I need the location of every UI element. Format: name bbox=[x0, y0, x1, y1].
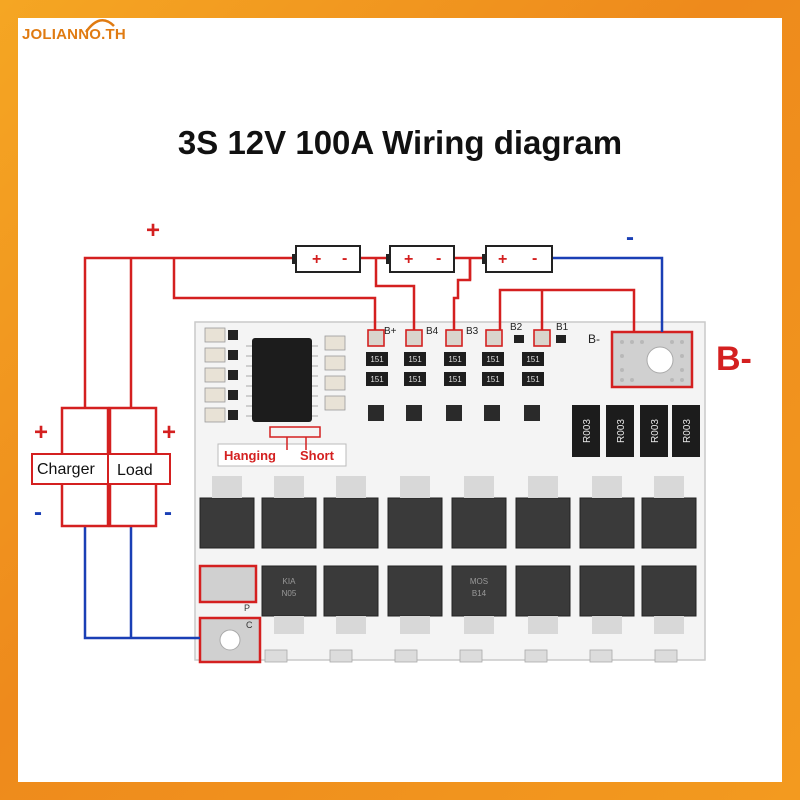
pin-label: B1 bbox=[556, 322, 569, 333]
pin-label: B4 bbox=[426, 326, 439, 337]
mosfet-label: MOS bbox=[470, 577, 488, 586]
pin-pad-b-plus bbox=[367, 329, 385, 347]
svg-text:151: 151 bbox=[526, 375, 540, 384]
svg-text:151: 151 bbox=[526, 355, 540, 364]
pin-pad-b4 bbox=[405, 329, 423, 347]
svg-text:151: 151 bbox=[486, 375, 500, 384]
battery-cell-3: + - bbox=[482, 245, 553, 273]
charger-plus-sign: + bbox=[34, 419, 48, 446]
b-minus-pad-label: B- bbox=[588, 332, 600, 346]
svg-text:151: 151 bbox=[448, 375, 462, 384]
p-pad bbox=[198, 564, 258, 604]
balance-resistors: 151 151 151 151 151 151 151 151 151 151 bbox=[366, 352, 544, 386]
load-plus-sign: + bbox=[162, 419, 176, 446]
short-label: Short bbox=[300, 448, 335, 463]
battery-cells: + - + - + - bbox=[292, 245, 553, 273]
battery-plus-label: + bbox=[498, 251, 507, 268]
svg-text:151: 151 bbox=[448, 355, 462, 364]
pin-label: B+ bbox=[384, 326, 397, 337]
diagram-title: 3S 12V 100A Wiring diagram bbox=[177, 124, 623, 161]
negative-main-wire bbox=[83, 526, 200, 640]
charger-label: Charger bbox=[37, 461, 95, 478]
charger-minus-sign: - bbox=[34, 499, 42, 526]
shunt-label: R003 bbox=[616, 419, 627, 443]
ic-chip bbox=[252, 338, 312, 422]
battery-minus-label: - bbox=[342, 250, 347, 267]
svg-text:151: 151 bbox=[408, 355, 422, 364]
svg-text:151: 151 bbox=[486, 355, 500, 364]
svg-text:151: 151 bbox=[370, 355, 384, 364]
pin-pad-b1 bbox=[533, 329, 551, 347]
mosfet-label: KIA bbox=[283, 577, 297, 586]
svg-text:151: 151 bbox=[370, 375, 384, 384]
battery-cell-1: + - bbox=[292, 245, 361, 273]
load-minus-sign: - bbox=[164, 499, 172, 526]
p-pad-label: P bbox=[244, 603, 250, 613]
battery-plus-label: + bbox=[312, 251, 321, 268]
battery-cell-2: + - bbox=[386, 245, 455, 273]
c-pad-label: C bbox=[246, 620, 253, 630]
mosfet-label: N05 bbox=[282, 589, 297, 598]
shunt-label: R003 bbox=[682, 419, 693, 443]
top-plus-sign: + bbox=[146, 217, 160, 244]
brand-arc-icon bbox=[84, 19, 115, 33]
battery-minus-label: - bbox=[532, 250, 537, 267]
pin-label: B3 bbox=[466, 326, 479, 337]
positive-main-wire bbox=[83, 256, 296, 408]
pin-pad-b2 bbox=[485, 329, 503, 347]
pin-label: B2 bbox=[510, 322, 523, 333]
b-minus-label: B- bbox=[716, 340, 752, 378]
top-minus-sign: - bbox=[626, 224, 634, 251]
b4-sense-wire bbox=[374, 258, 416, 330]
battery-minus-label: - bbox=[436, 250, 441, 267]
mosfet-label: B14 bbox=[472, 589, 487, 598]
pin-pad-b3 bbox=[445, 329, 463, 347]
brand-logo: JOLIANNO.TH bbox=[22, 26, 126, 43]
shunt-label: R003 bbox=[582, 419, 593, 443]
b-plus-sense-wire bbox=[172, 258, 377, 330]
svg-text:151: 151 bbox=[408, 375, 422, 384]
b2-b1-sense-wire bbox=[498, 288, 636, 332]
b3-sense-wire bbox=[452, 258, 472, 330]
shunt-resistors: R003 R003 R003 R003 bbox=[572, 405, 700, 457]
hanging-label: Hanging bbox=[224, 448, 276, 463]
negative-battery-wire bbox=[552, 256, 664, 332]
load-label: Load bbox=[117, 462, 153, 479]
mosfet-array: KIA N05 MOS B14 bbox=[199, 476, 697, 634]
shunt-label: R003 bbox=[650, 419, 661, 443]
wires bbox=[83, 256, 664, 640]
battery-plus-label: + bbox=[404, 251, 413, 268]
